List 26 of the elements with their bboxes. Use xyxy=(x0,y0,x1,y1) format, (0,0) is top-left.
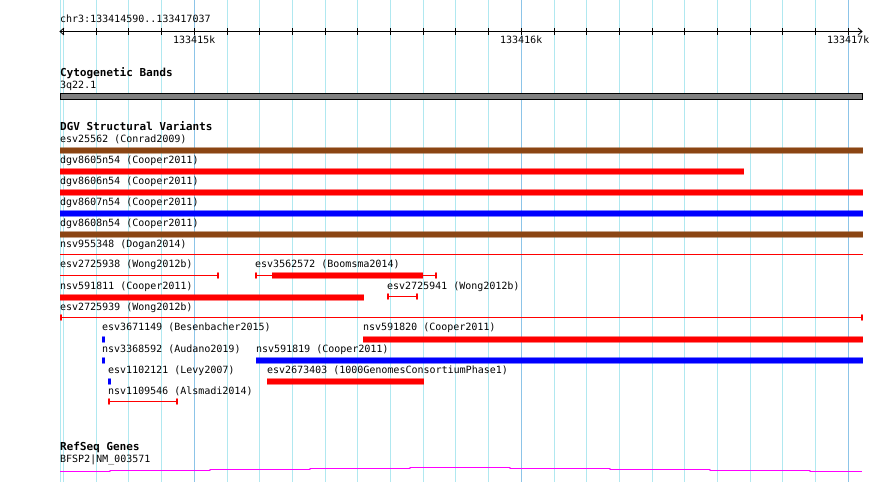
variant-label: dgv8608n54 (Cooper2011) xyxy=(60,218,198,229)
variant-label: esv2725938 (Wong2012b) xyxy=(60,259,192,270)
gene-label: BFSP2|NM_003571 xyxy=(60,454,150,465)
variant-label: esv25562 (Conrad2009) xyxy=(60,134,186,145)
variant-label: esv2725939 (Wong2012b) xyxy=(60,302,192,313)
variant-label: dgv8606n54 (Cooper2011) xyxy=(60,176,198,187)
variant-label: nsv3368592 (Audano2019) xyxy=(102,344,240,355)
variant-label: nsv1109546 (Alsmadi2014) xyxy=(108,386,252,397)
variant-label: nsv591811 (Cooper2011) xyxy=(60,281,192,292)
variant-label: nsv955348 (Dogan2014) xyxy=(60,239,186,250)
variant-label: esv2725941 (Wong2012b) xyxy=(387,281,520,292)
variant-label: dgv8605n54 (Cooper2011) xyxy=(60,155,198,166)
axis-tick-label: 133415k xyxy=(173,35,216,46)
variant-label: nsv591820 (Cooper2011) xyxy=(363,322,496,333)
track-title: Cytogenetic Bands xyxy=(60,67,173,78)
variant-label: esv3562572 (Boomsma2014) xyxy=(255,259,400,270)
variant-label: esv2673403 (1000GenomesConsortiumPhase1) xyxy=(267,365,508,376)
track-title: DGV Structural Variants xyxy=(60,121,212,132)
variant-label: esv1102121 (Levy2007) xyxy=(108,365,234,376)
variant-label: nsv591819 (Cooper2011) xyxy=(256,344,388,355)
variant-label: dgv8607n54 (Cooper2011) xyxy=(60,197,198,208)
axis-tick-label: 133416k xyxy=(500,35,542,46)
region-label: chr3:133414590..133417037 xyxy=(60,14,211,25)
band-label: 3q22.1 xyxy=(60,80,96,91)
variant-label: esv3671149 (Besenbacher2015) xyxy=(102,322,271,333)
axis-tick-label: 133417k xyxy=(827,35,870,46)
